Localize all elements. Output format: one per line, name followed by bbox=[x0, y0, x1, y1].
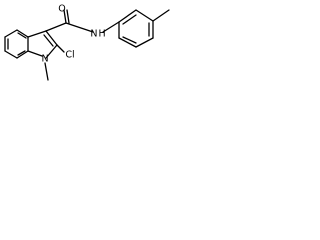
bond-c3-c4 bbox=[16, 50, 29, 59]
bond-carbonyl-nh bbox=[65, 22, 94, 33]
amide-nh-label: N H bbox=[90, 29, 105, 40]
bond-p1-p2 bbox=[118, 9, 137, 23]
bond-n1-c7a bbox=[27, 50, 43, 57]
substituent-bonds bbox=[44, 9, 120, 81]
bond-tolyl-methyl bbox=[152, 9, 170, 22]
bond-c1-c2 bbox=[16, 29, 29, 38]
tolyl-ring bbox=[118, 9, 170, 48]
bond-c2-cl bbox=[56, 44, 65, 53]
tolyl-double-inner-3 bbox=[122, 36, 137, 44]
bond-p4-p5 bbox=[135, 37, 154, 48]
bond-c3a-c3 bbox=[27, 30, 47, 38]
bond-c7-c1 bbox=[4, 29, 18, 38]
pyrrole-ring bbox=[27, 30, 58, 59]
bond-nh-phenyl bbox=[102, 21, 120, 33]
chlorine-label: Cl bbox=[65, 50, 74, 61]
benzene-ring bbox=[4, 29, 29, 59]
double-bond-c3-c2 bbox=[43, 34, 54, 47]
double-bond-inner-3 bbox=[17, 50, 26, 56]
atom-labels: O N H N Cl bbox=[41, 4, 105, 65]
bond-carbonyl-o-1 bbox=[63, 9, 67, 24]
bond-c3-c2 bbox=[45, 30, 58, 46]
bond-n-methyl bbox=[44, 62, 49, 81]
tolyl-double-inner-1 bbox=[122, 14, 137, 25]
bond-p5-p6 bbox=[118, 37, 137, 48]
chemical-structure-diagram: O N H N Cl bbox=[4, 4, 170, 81]
bond-c2-n1 bbox=[45, 44, 58, 59]
oxygen-label: O bbox=[58, 4, 65, 15]
bond-carbonyl-o-2 bbox=[66, 9, 70, 24]
bond-c3-carbonyl bbox=[45, 22, 67, 32]
bond-c4-c5 bbox=[4, 50, 18, 59]
indole-n-label: N bbox=[41, 54, 48, 65]
bond-p2-p3 bbox=[135, 9, 154, 22]
double-bond-inner-2 bbox=[17, 32, 27, 39]
